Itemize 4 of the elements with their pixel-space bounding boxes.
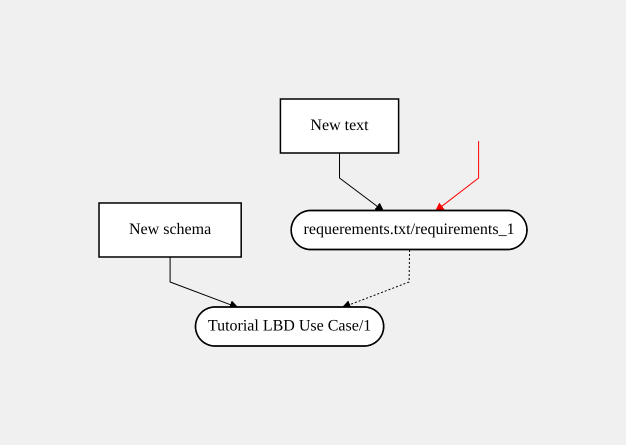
- arrow: [339, 152, 384, 212]
- node-box: New schema: [98, 202, 242, 258]
- node-box: New text: [280, 98, 400, 154]
- arrow: [435, 140, 480, 212]
